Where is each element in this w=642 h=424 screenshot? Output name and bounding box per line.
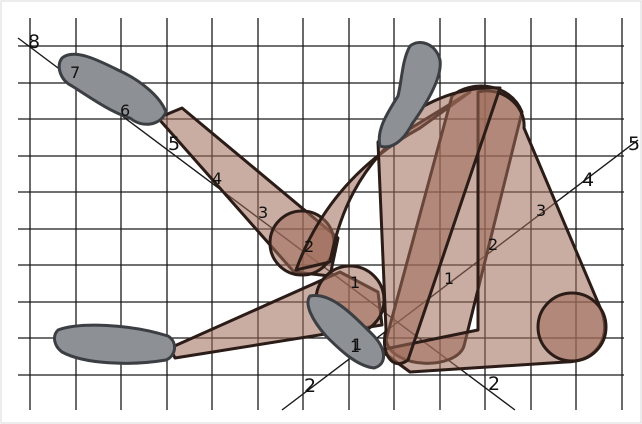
diagonal-a-label: 7 [70,63,80,82]
diagonal-b-label: 3 [536,201,546,220]
diagonal-b-label: 4 [582,169,594,191]
diagonal-a-label: 5 [168,133,180,155]
diagonal-b-label: 2 [488,235,498,254]
diagonal-b-label: 5 [628,133,640,155]
diagonal-a-label: 6 [120,101,130,120]
diagonal-a-label: 8 [28,31,40,53]
diagonal-a-label: 2 [488,373,500,395]
knee-joint [538,293,606,361]
diagonal-b-label: 2 [304,375,316,397]
diagonal-a-label: 1 [350,273,360,292]
diagonal-b-label: 1 [352,335,362,354]
diagonal-a-label: 2 [304,237,314,256]
diagonal-a-label: 4 [212,169,222,188]
diagonal-a-label: 3 [258,203,268,222]
diagonal-b-label: 1 [444,269,454,288]
